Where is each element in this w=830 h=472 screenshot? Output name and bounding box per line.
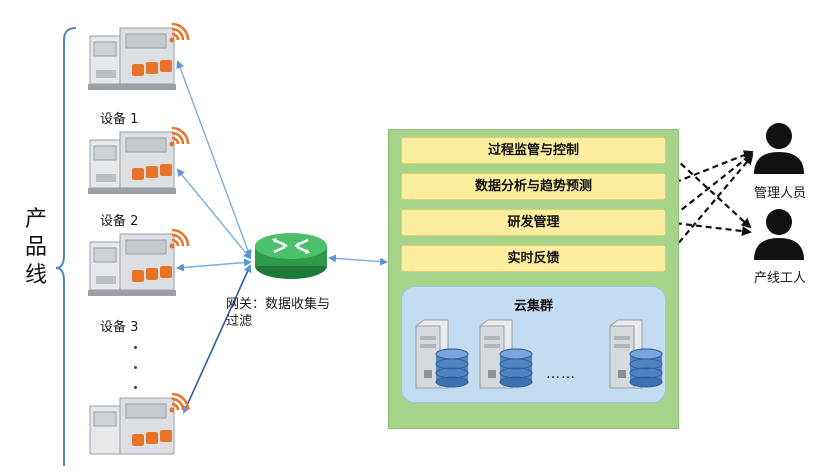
server-db-icon (478, 318, 534, 396)
ellipsis-dot (134, 366, 137, 369)
wireless-icon (169, 22, 190, 43)
device-n-machine (86, 388, 196, 472)
link-service4-manager (665, 154, 754, 259)
service-rd-management: 研发管理 (401, 209, 666, 236)
production-line-label: 产品线 (24, 207, 47, 288)
wireless-icon (169, 392, 190, 413)
worker-label: 产线工人 (754, 271, 807, 286)
link-service1-manager (664, 148, 752, 229)
service-realtime-feedback: 实时反馈 (401, 245, 666, 272)
link-service2-manager (665, 150, 754, 188)
server-db-icon (608, 318, 664, 396)
server-ellipsis: …… (546, 366, 576, 382)
link-gateway-platform (328, 254, 388, 266)
device-1-machine (86, 18, 196, 102)
ellipsis-dot (134, 386, 137, 389)
device-2-label: 设备 2 (100, 214, 139, 229)
link-device2-gateway (176, 168, 252, 260)
gateway-label-line2: 过滤 (226, 314, 253, 329)
link-service3-manager (665, 152, 754, 223)
wireless-icon (169, 126, 190, 147)
link-device4-gateway (182, 264, 252, 414)
service-data-analysis: 数据分析与趋势预测 (401, 173, 666, 200)
device-3-label: 设备 3 (100, 320, 139, 335)
ellipsis-dot (134, 346, 137, 349)
link-service3-worker (665, 220, 752, 237)
server-db-icon (414, 318, 470, 396)
gateway-router-icon (252, 226, 330, 286)
production-line-bracket (55, 27, 77, 466)
manager-person-icon (752, 120, 806, 180)
cloud-cluster-title: 云集群 (513, 299, 553, 314)
wireless-icon (169, 228, 190, 249)
device-2-machine (86, 122, 196, 206)
device-3-machine (86, 224, 196, 308)
service-process-monitoring: 过程监管与控制 (401, 137, 666, 164)
worker-person-icon (752, 206, 806, 266)
gateway-label-line1: 网关：数据收集与 (226, 297, 331, 312)
device-1-label: 设备 1 (100, 112, 139, 127)
manager-label: 管理人员 (754, 186, 807, 201)
